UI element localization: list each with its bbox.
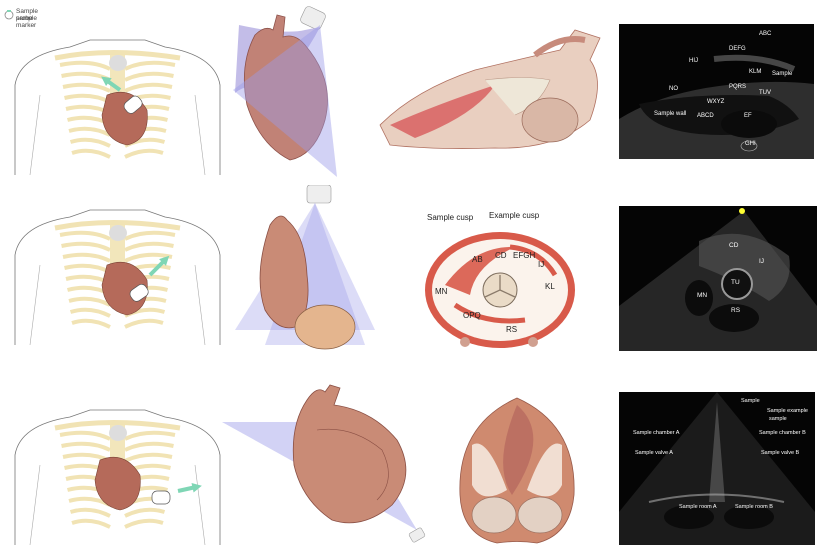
anatomy-short-axis-section: Sample cusp Example cusp AB CD EFGH IJ K… xyxy=(415,205,585,355)
us-label-apex: Sample xyxy=(741,398,760,404)
label-anterior-cusp: Sample cusp xyxy=(427,213,473,222)
us-label-rvot: DEFG xyxy=(729,46,746,52)
transducer-icon xyxy=(152,491,170,504)
label-ias: OPQ xyxy=(463,311,481,320)
chest-illustration-parasternal-short xyxy=(10,195,225,345)
us-label-aorta: Sample xyxy=(772,71,792,77)
us-label-la: EF xyxy=(744,113,752,119)
us-label-interventricular: Sample example xyxy=(767,408,808,414)
us-label-ncc: TUV xyxy=(759,90,771,96)
heart-plane-illustration-four-chamber xyxy=(222,380,432,550)
us-label-septum: sample xyxy=(769,416,787,422)
us-label-amvl: WXYZ xyxy=(707,99,724,105)
us-label-rcc: KLM xyxy=(749,69,761,75)
echo-parasternal-short-axis: CD IJ TU MN RS xyxy=(619,206,817,351)
echo-parasternal-long-axis: ABC DEFG HIJ KLM Sample NO PQRS TUV WXYZ… xyxy=(619,24,814,159)
label-pv: IJ xyxy=(538,260,544,269)
us-label-pv-2: IJ xyxy=(759,258,764,265)
us-label-left-atrium: Sample room A xyxy=(679,504,717,510)
us-label-il-wall: Sample wall xyxy=(654,111,686,117)
us-label-ra-2: MN xyxy=(697,292,707,299)
us-label-right-ventricle: Sample chamber B xyxy=(759,430,806,436)
label-la: RS xyxy=(506,325,517,334)
us-label-right-atrium: Sample room B xyxy=(735,504,773,510)
label-rv: CD xyxy=(495,251,507,260)
label-ra: MN xyxy=(435,287,447,296)
label-rvot: EFGH xyxy=(513,251,535,260)
us-label-pmvl: ABCD xyxy=(697,113,714,119)
us-label-left-ventricle: Sample chamber A xyxy=(633,430,679,436)
heart-plane-illustration-short-axis xyxy=(225,185,380,355)
us-label-rvfw: ABC xyxy=(759,31,771,37)
chest-illustration-apical xyxy=(10,395,225,545)
us-label-tricuspid-valve: Sample valve B xyxy=(761,450,799,456)
heart-plane-illustration-long-axis xyxy=(225,5,350,180)
us-label-mitral-valve: Sample valve A xyxy=(635,450,673,456)
us-label-lvot: PQRS xyxy=(729,84,746,90)
label-tv: AB xyxy=(472,255,483,264)
us-label-ivs: HIJ xyxy=(689,58,698,64)
us-label-av-2: TU xyxy=(731,279,740,286)
label-pt: KL xyxy=(545,282,555,291)
label-septal-cusp: Example cusp xyxy=(489,211,539,220)
chest-illustration-parasternal-long xyxy=(10,25,225,175)
anatomy-four-chamber-section xyxy=(452,395,582,545)
us-label-lv: NO xyxy=(669,86,678,92)
echo-apical-four-chamber: Sample Sample example sample Sample cham… xyxy=(619,392,815,545)
anatomy-long-axis-section xyxy=(375,20,610,160)
us-label-rv-2: CD xyxy=(729,242,738,249)
us-label-la-2: RS xyxy=(731,307,740,314)
transducer-marker-icon xyxy=(4,10,14,20)
us-label-dao: GHI xyxy=(745,141,756,147)
